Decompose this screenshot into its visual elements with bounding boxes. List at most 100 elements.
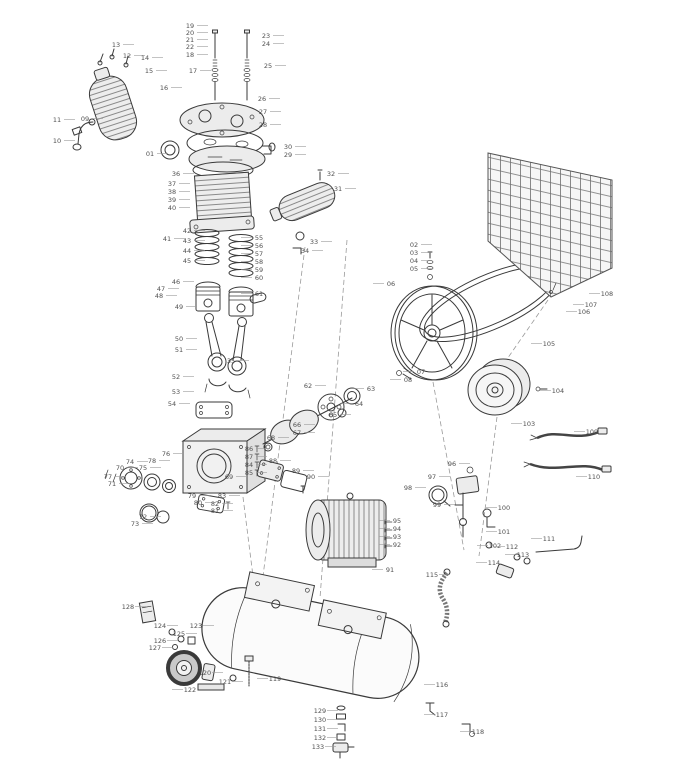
power-cable (529, 427, 608, 441)
intake-muffler (269, 182, 336, 222)
part-label-01: 01 (146, 150, 154, 158)
breather-cap (160, 140, 180, 160)
part-label-94: 94 (393, 525, 401, 533)
part-label-51: 51 (175, 346, 183, 354)
part-label-50: 50 (175, 335, 183, 343)
part-label-42: 42 (183, 227, 191, 235)
part-label-73: 73 (131, 520, 139, 528)
part-label-112: 112 (506, 543, 518, 551)
part-label-70: 70 (116, 464, 124, 472)
pulley-bolt (535, 386, 548, 392)
part-label-27: 27 (259, 108, 267, 116)
part-label-54: 54 (168, 400, 176, 408)
part-label-68: 68 (267, 434, 275, 442)
part-label-107: 107 (585, 301, 597, 309)
part-label-77: 77 (104, 473, 112, 481)
part-label-40: 40 (168, 204, 176, 212)
part-label-86: 86 (245, 445, 253, 453)
part-label-44: 44 (183, 247, 191, 255)
part-label-41: 41 (163, 235, 171, 243)
part-label-127: 127 (149, 644, 161, 652)
part-label-20: 20 (186, 29, 194, 37)
part-label-11: 11 (53, 116, 61, 124)
head-bolts (211, 29, 251, 101)
part-label-08: 08 (404, 376, 412, 384)
part-label-106: 106 (578, 308, 590, 316)
part-label-38: 38 (168, 188, 176, 196)
axle-bolt (244, 655, 254, 687)
part-labels-layer: 0102030405060708091011121314151617181920… (53, 22, 613, 751)
part-label-52: 52 (172, 373, 180, 381)
part-label-128: 128 (122, 603, 134, 611)
motor-cable (523, 461, 612, 473)
belt-guard (487, 152, 613, 298)
part-label-121: 121 (219, 678, 231, 686)
part-label-31: 31 (334, 185, 342, 193)
flywheel-bolts (426, 251, 434, 280)
valve-block (138, 600, 157, 624)
cover-bolt (300, 485, 306, 494)
part-label-37: 37 (168, 180, 176, 188)
connecting-rod-right (227, 317, 247, 376)
cover-gasket (280, 469, 308, 492)
mount-plate-right (317, 599, 387, 640)
part-label-72: 72 (139, 513, 147, 521)
part-label-02: 02 (410, 241, 418, 249)
part-label-84: 84 (245, 461, 253, 469)
part-label-59: 59 (255, 266, 263, 274)
part-label-104: 104 (552, 387, 564, 395)
part-label-30: 30 (284, 143, 292, 151)
part-label-87: 87 (245, 453, 253, 461)
muffler-bolt (317, 169, 323, 181)
motor-bolts (384, 519, 393, 549)
pipe-fitting-a (513, 553, 521, 561)
wheel (166, 650, 202, 686)
part-label-119: 119 (269, 675, 281, 683)
part-label-96: 96 (448, 460, 456, 468)
wrist-pin (249, 292, 267, 304)
part-label-48: 48 (155, 292, 163, 300)
part-label-91: 91 (386, 566, 394, 574)
part-label-66: 66 (293, 421, 301, 429)
part-label-58: 58 (255, 258, 263, 266)
part-label-62: 62 (304, 382, 312, 390)
part-label-53: 53 (172, 388, 180, 396)
part-label-49: 49 (175, 303, 183, 311)
electric-motor (305, 492, 387, 568)
part-label-109: 109 (586, 428, 598, 436)
cylinder-head (160, 102, 276, 173)
bearing-covers (104, 466, 176, 524)
part-label-78: 78 (148, 457, 156, 465)
part-label-102: 102 (489, 542, 501, 550)
side-gasket (196, 493, 226, 514)
part-label-15: 15 (145, 67, 153, 75)
piston-rings-left (194, 229, 220, 265)
part-label-123: 123 (190, 622, 202, 630)
part-label-98: 98 (404, 484, 412, 492)
part-label-21: 21 (186, 36, 194, 44)
part-label-108: 108 (601, 290, 613, 298)
part-label-43: 43 (183, 237, 191, 245)
part-label-124: 124 (154, 622, 166, 630)
part-label-75: 75 (139, 464, 147, 472)
part-label-100: 100 (498, 504, 510, 512)
motor-pulley (467, 358, 531, 416)
part-label-103: 103 (523, 420, 535, 428)
part-label-06: 06 (387, 280, 395, 288)
part-label-60: 60 (255, 274, 263, 282)
part-label-03: 03 (410, 249, 418, 257)
part-label-14: 14 (141, 54, 149, 62)
rod-caps (204, 378, 251, 399)
part-label-133: 133 (312, 743, 324, 751)
part-label-57: 57 (255, 250, 263, 258)
muffler-fittings (292, 231, 305, 255)
part-label-92: 92 (393, 541, 401, 549)
part-label-126: 126 (154, 637, 166, 645)
part-label-17: 17 (189, 67, 197, 75)
part-label-10: 10 (53, 137, 61, 145)
check-valve (495, 563, 515, 579)
part-label-89: 89 (292, 467, 300, 475)
part-label-120: 120 (199, 669, 211, 677)
part-label-105: 105 (543, 340, 555, 348)
part-label-26: 26 (258, 95, 266, 103)
